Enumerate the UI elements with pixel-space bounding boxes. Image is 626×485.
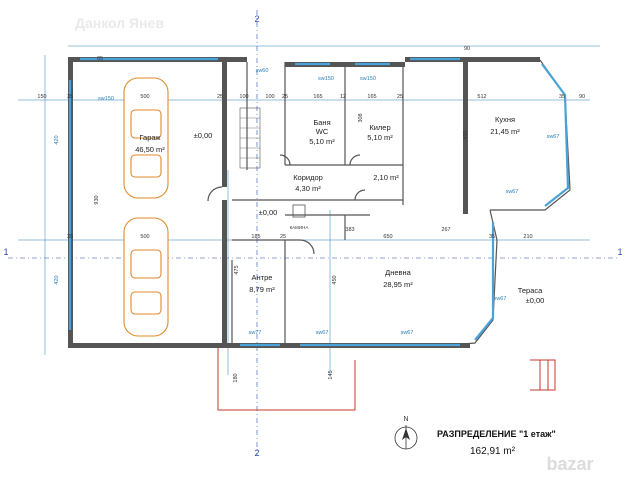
window-label: sw77	[249, 330, 262, 336]
hall-name: Антре	[252, 273, 273, 282]
dim-mid-210: 210	[523, 234, 532, 240]
fireplace: КАМИНА	[290, 204, 309, 230]
dim-top-90: 90	[464, 46, 470, 52]
logo-text: bazar	[546, 454, 593, 474]
window-label: sw150	[98, 96, 114, 102]
dim-308: 308	[358, 113, 364, 122]
corridor-area: 4,30 m²	[295, 184, 321, 193]
plan-title: РАЗПРЕДЕЛЕНИЕ "1 етаж"	[437, 429, 556, 439]
dim-100b: 100	[265, 94, 274, 100]
garage-level: ±0,00	[194, 131, 213, 140]
fireplace-label: КАМИНА	[290, 225, 309, 230]
window-label: sw150	[360, 76, 376, 82]
windows	[68, 57, 460, 347]
garage-area: 46,50 m²	[135, 145, 165, 154]
dim-65: 65	[97, 56, 103, 62]
dim-90: 90	[579, 94, 585, 100]
storage-name: Килер	[369, 123, 390, 132]
dimension-texts: 150 35 500 25 100 100 25 165 12 165 25 5…	[37, 46, 585, 383]
dim-180: 180	[233, 373, 239, 382]
window-label: sw60	[256, 68, 269, 74]
dim-165a: 165	[313, 94, 322, 100]
kitchen-bay	[490, 59, 571, 211]
dim-430: 430	[463, 130, 469, 139]
dim-150: 150	[37, 94, 46, 100]
dim-500a: 500	[140, 94, 149, 100]
car-top	[123, 77, 169, 199]
dim-25c: 25	[397, 94, 403, 100]
dim-475: 475	[234, 265, 240, 274]
hall-area: 8,79 m²	[249, 285, 275, 294]
dim-25a: 25	[217, 94, 223, 100]
corridor-name: Коридор	[293, 173, 323, 182]
dim-420a: 420	[54, 135, 60, 144]
storage-area: 5,10 m²	[367, 133, 393, 142]
dim-930: 930	[94, 195, 100, 204]
dim-450: 450	[332, 275, 338, 284]
dim-mid-185: 185	[251, 234, 260, 240]
doors	[207, 154, 366, 255]
window-label: sw150	[318, 76, 334, 82]
total-area: 162,91 m²	[470, 446, 516, 457]
window-label: sw67	[506, 189, 519, 195]
dim-mid-35b: 35	[489, 234, 495, 240]
window-label: sw67	[494, 296, 507, 302]
living-area: 28,95 m²	[383, 280, 413, 289]
dim-mid-650: 650	[383, 234, 392, 240]
dim-35b: 35	[559, 94, 565, 100]
kitchen-area: 21,45 m²	[490, 127, 520, 136]
bath-name-2: WC	[316, 127, 329, 136]
compass-north-label: N	[403, 416, 408, 423]
dim-mid-25: 25	[280, 234, 286, 240]
axis-label-bottom: 2	[254, 448, 259, 458]
bazar-logo: bazar	[546, 454, 593, 474]
kitchen-name: Кухня	[495, 115, 515, 124]
watermark-text: Данкол Янев	[75, 15, 164, 31]
bath-area: 5,10 m²	[309, 137, 335, 146]
interior-walls	[231, 62, 404, 343]
dim-267: 267	[441, 227, 450, 233]
dim-mid-35: 35	[67, 234, 73, 240]
dim-512: 512	[477, 94, 486, 100]
room-labels: Гараж 46,50 m² ±0,00 Баня WC 5,10 m² Кил…	[135, 115, 544, 305]
hall-level: ±0,00	[259, 208, 278, 217]
living-bay	[439, 209, 498, 347]
terrace-level: ±0,00	[526, 296, 545, 305]
window-label: sw67	[316, 330, 329, 336]
dim-35a: 35	[67, 94, 73, 100]
window-labels: sw60 sw150 sw150 sw150 sw67 sw67 sw67 sw…	[98, 68, 559, 336]
dim-12: 12	[340, 94, 346, 100]
compass: N	[394, 416, 418, 450]
dim-100a: 100	[239, 94, 248, 100]
terrace-name: Тераса	[518, 286, 543, 295]
axis-label-top: 2	[254, 14, 259, 24]
dim-145: 145	[328, 370, 334, 379]
window-label: sw67	[401, 330, 414, 336]
bath-name: Баня	[313, 118, 330, 127]
terrace-outline	[217, 348, 556, 411]
axis-label-right: 1	[617, 247, 622, 257]
small-room-area: 2,10 m²	[373, 173, 399, 182]
dim-420b: 420	[54, 275, 60, 284]
car-bottom	[123, 217, 169, 337]
dim-25b: 25	[282, 94, 288, 100]
dim-mid-500: 500	[140, 234, 149, 240]
dim-383: 383	[345, 227, 354, 233]
living-name: Дневна	[385, 268, 412, 277]
axis-lines: 2 2 1 1	[3, 10, 623, 458]
axis-label-left: 1	[3, 247, 8, 257]
dim-165b: 165	[367, 94, 376, 100]
dimension-lines	[18, 45, 600, 375]
window-label: sw67	[547, 134, 560, 140]
garage-name: Гараж	[139, 133, 160, 142]
